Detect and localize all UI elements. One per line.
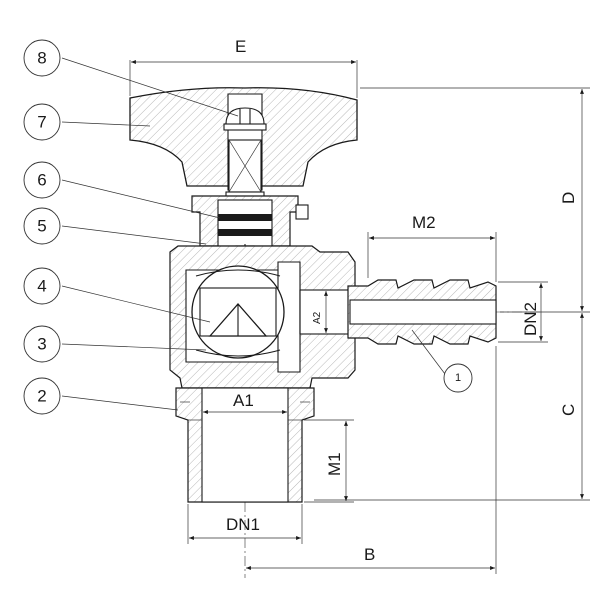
callout-bubbles: 8 7 6 5 4 3 2 1 xyxy=(23,39,473,415)
dim-label-m1: M1 xyxy=(325,452,344,476)
dim-label-a1: A1 xyxy=(233,391,254,410)
dim-label-b: B xyxy=(364,545,375,564)
callout-4: 4 xyxy=(23,267,61,305)
screw xyxy=(223,107,267,131)
callout-3: 3 xyxy=(23,325,61,363)
dim-label-m2: M2 xyxy=(412,213,436,232)
callout-8: 8 xyxy=(23,39,61,77)
dim-label-a2: A2 xyxy=(312,311,323,324)
svg-text:6: 6 xyxy=(37,171,46,190)
callout-5: 5 xyxy=(23,207,61,245)
svg-text:5: 5 xyxy=(37,217,46,236)
dim-label-c: C xyxy=(559,404,578,416)
callout-2: 2 xyxy=(23,377,61,415)
svg-text:4: 4 xyxy=(37,277,46,296)
callout-6: 6 xyxy=(23,161,61,199)
dimension-lines xyxy=(129,60,590,574)
hose-barb xyxy=(347,279,497,345)
inlet-stub xyxy=(175,387,315,503)
dimension-labels: E M2 A2 DN2 D C A1 M1 DN1 B xyxy=(226,37,578,564)
svg-text:2: 2 xyxy=(37,387,46,406)
svg-text:3: 3 xyxy=(37,335,46,354)
dim-label-dn2: DN2 xyxy=(521,302,540,336)
dim-label-d: D xyxy=(559,192,578,204)
callout-7: 7 xyxy=(23,103,61,141)
ball xyxy=(191,265,285,359)
callout-detail-1: 1 xyxy=(443,363,473,393)
svg-text:7: 7 xyxy=(37,113,46,132)
callout-leaders xyxy=(61,57,449,411)
dim-label-e: E xyxy=(235,37,246,56)
dim-label-dn1: DN1 xyxy=(226,515,260,534)
svg-text:1: 1 xyxy=(455,372,461,384)
svg-text:8: 8 xyxy=(37,49,46,68)
